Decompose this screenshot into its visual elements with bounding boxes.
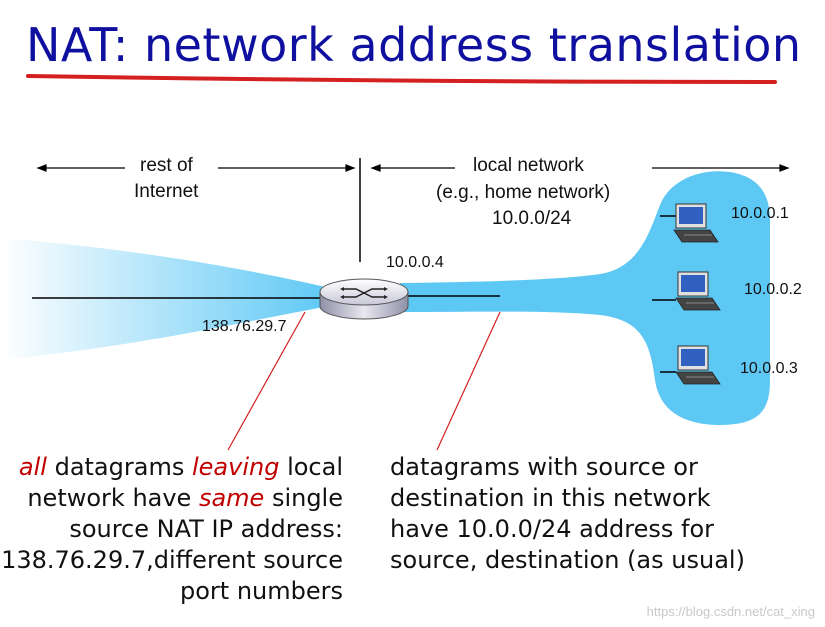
right-annotation-line4: source, destination (as usual) [390,546,745,574]
left-text-1: datagrams [46,453,192,481]
emphasis-leaving: leaving [191,453,280,481]
computer-icon [675,345,721,385]
left-annotation-line4: 138.76.29.7,different source [1,546,343,574]
rest-of-internet-label-line2: Internet [134,181,199,202]
right-annotation-line3: have 10.0.0/24 address for [390,515,715,543]
internet-cloud [0,238,330,360]
left-annotation-pointer [227,311,306,451]
right-annotation-pointer [436,311,501,451]
watermark: https://blog.csdn.net/cat_xing [646,604,815,619]
left-annotation-line1: all datagrams leaving local [0,452,343,483]
right-annotation-line1: datagrams with source or [390,453,698,481]
left-annotation-line2: network have same single [0,483,343,514]
emphasis-all: all [18,453,47,481]
local-network-label-line2: (e.g., home network) [436,182,611,203]
local-network-cloud [400,171,770,425]
local-network-label-line1: local network [473,155,584,176]
host-ip-2: 10.0.0.2 [744,281,802,298]
left-annotation: all datagrams leaving local network have… [0,452,343,607]
right-annotation-line2: destination in this network [390,484,711,512]
router-inside-ip: 10.0.0.4 [386,254,444,271]
left-text-4: single [264,484,343,512]
local-network-arrow [370,164,790,172]
left-annotation-line5: port numbers [180,577,343,605]
page-title: NAT: network address translation [26,18,802,72]
local-network-label-line3: 10.0.0/24 [492,208,572,229]
left-annotation-line3: source NAT IP address: [69,515,343,543]
rest-of-internet-arrow [36,164,356,172]
left-text-3: network have [27,484,199,512]
nat-router [319,278,409,320]
host-ip-3: 10.0.0.3 [740,360,798,377]
right-annotation: datagrams with source or destination in … [390,452,745,576]
left-text-2: local [279,453,343,481]
computer-icon [675,271,721,311]
title-underline [26,74,777,84]
emphasis-same: same [198,484,265,512]
router-outside-ip: 138.76.29.7 [202,318,287,335]
computer-icon [673,203,719,243]
rest-of-internet-label-line1: rest of [140,155,193,176]
host-ip-1: 10.0.0.1 [731,205,789,222]
